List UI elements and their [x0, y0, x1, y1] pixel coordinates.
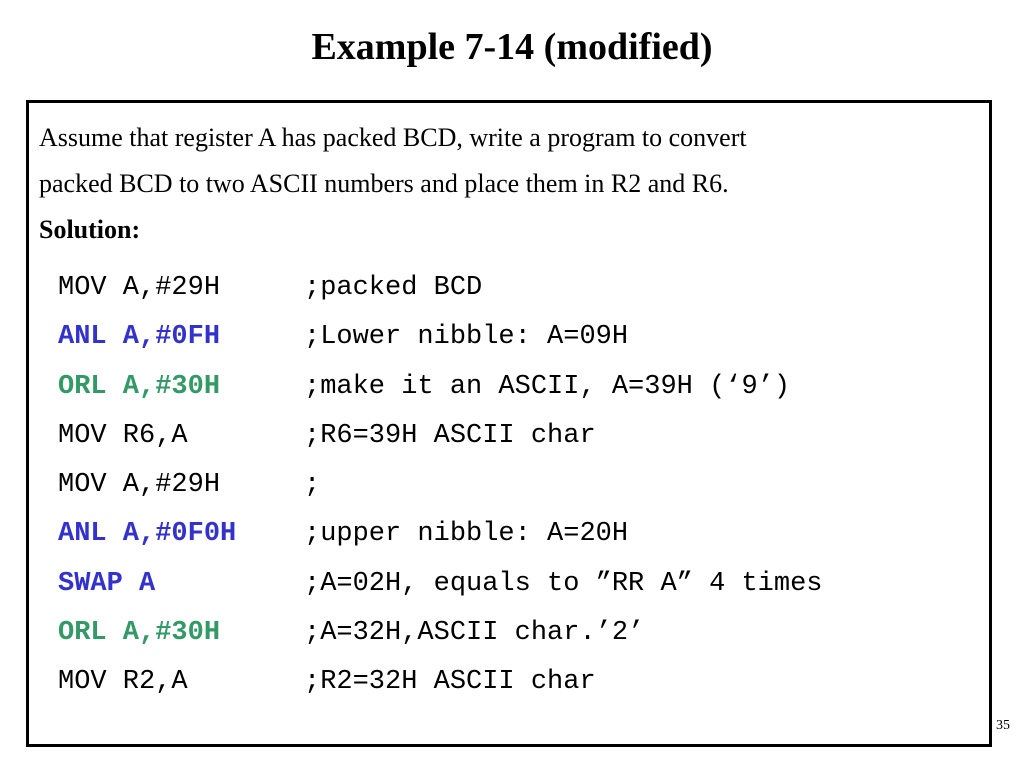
instruction: MOV R2,A [58, 667, 188, 698]
instruction: MOV A,#29H [58, 470, 221, 501]
solution-label: Solution: [39, 215, 141, 244]
instruction: ORL A,#30H [58, 618, 221, 649]
comment: ;A=02H, equals to ”RR A” 4 times [304, 568, 823, 599]
comment: ;R2=32H ASCII char [304, 667, 596, 698]
comment: ;R6=39H ASCII char [304, 420, 596, 451]
code-line: ANL A,#0FH ;Lower nibble: A=09H [58, 313, 978, 362]
instruction: MOV R6,A [58, 420, 188, 451]
instruction: ANL A,#0F0H [58, 519, 237, 550]
comment: ;A=32H,ASCII char.’2’ [304, 618, 645, 649]
problem-line-2: packed BCD to two ASCII numbers and plac… [39, 169, 729, 198]
code-line: MOV R6,A ;R6=39H ASCII char [58, 412, 978, 461]
slide-title: Example 7-14 (modified) [311, 26, 713, 68]
problem-line-1: Assume that register A has packed BCD, w… [39, 123, 747, 152]
problem-statement: Assume that register A has packed BCD, w… [39, 115, 979, 253]
comment: ;packed BCD [304, 273, 483, 303]
instruction: ANL A,#0FH [58, 322, 221, 353]
code-line: MOV A,#29H; [58, 461, 978, 510]
instruction: SWAP A [58, 568, 156, 599]
code-line: ORL A,#30H ;A=32H,ASCII char.’2’ [58, 609, 978, 658]
comment: ;Lower nibble: A=09H [304, 322, 629, 353]
instruction: ORL A,#30H [58, 371, 221, 402]
code-listing: MOV A,#29H ;packed BCD ANL A,#0FH ;Lower n… [58, 264, 978, 708]
content-box: Assume that register A has packed BCD, w… [26, 100, 992, 747]
comment: ;make it an ASCII, A=39H (‘9’) [304, 371, 791, 402]
code-line: MOV R2,A ;R2=32H ASCII char [58, 658, 978, 707]
comment: ; [304, 470, 321, 501]
code-line: ANL A,#0F0H ;upper nibble: A=20H [58, 510, 978, 559]
comment: ;upper nibble: A=20H [304, 519, 629, 550]
code-line: MOV A,#29H ;packed BCD [58, 264, 978, 313]
code-line: ORL A,#30H ;make it an ASCII, A=39H (‘9’) [58, 363, 978, 412]
page-number: 35 [996, 718, 1010, 733]
code-line: SWAP A ;A=02H, equals to ”RR A” 4 times [58, 560, 978, 609]
instruction: MOV A,#29H [58, 273, 221, 303]
